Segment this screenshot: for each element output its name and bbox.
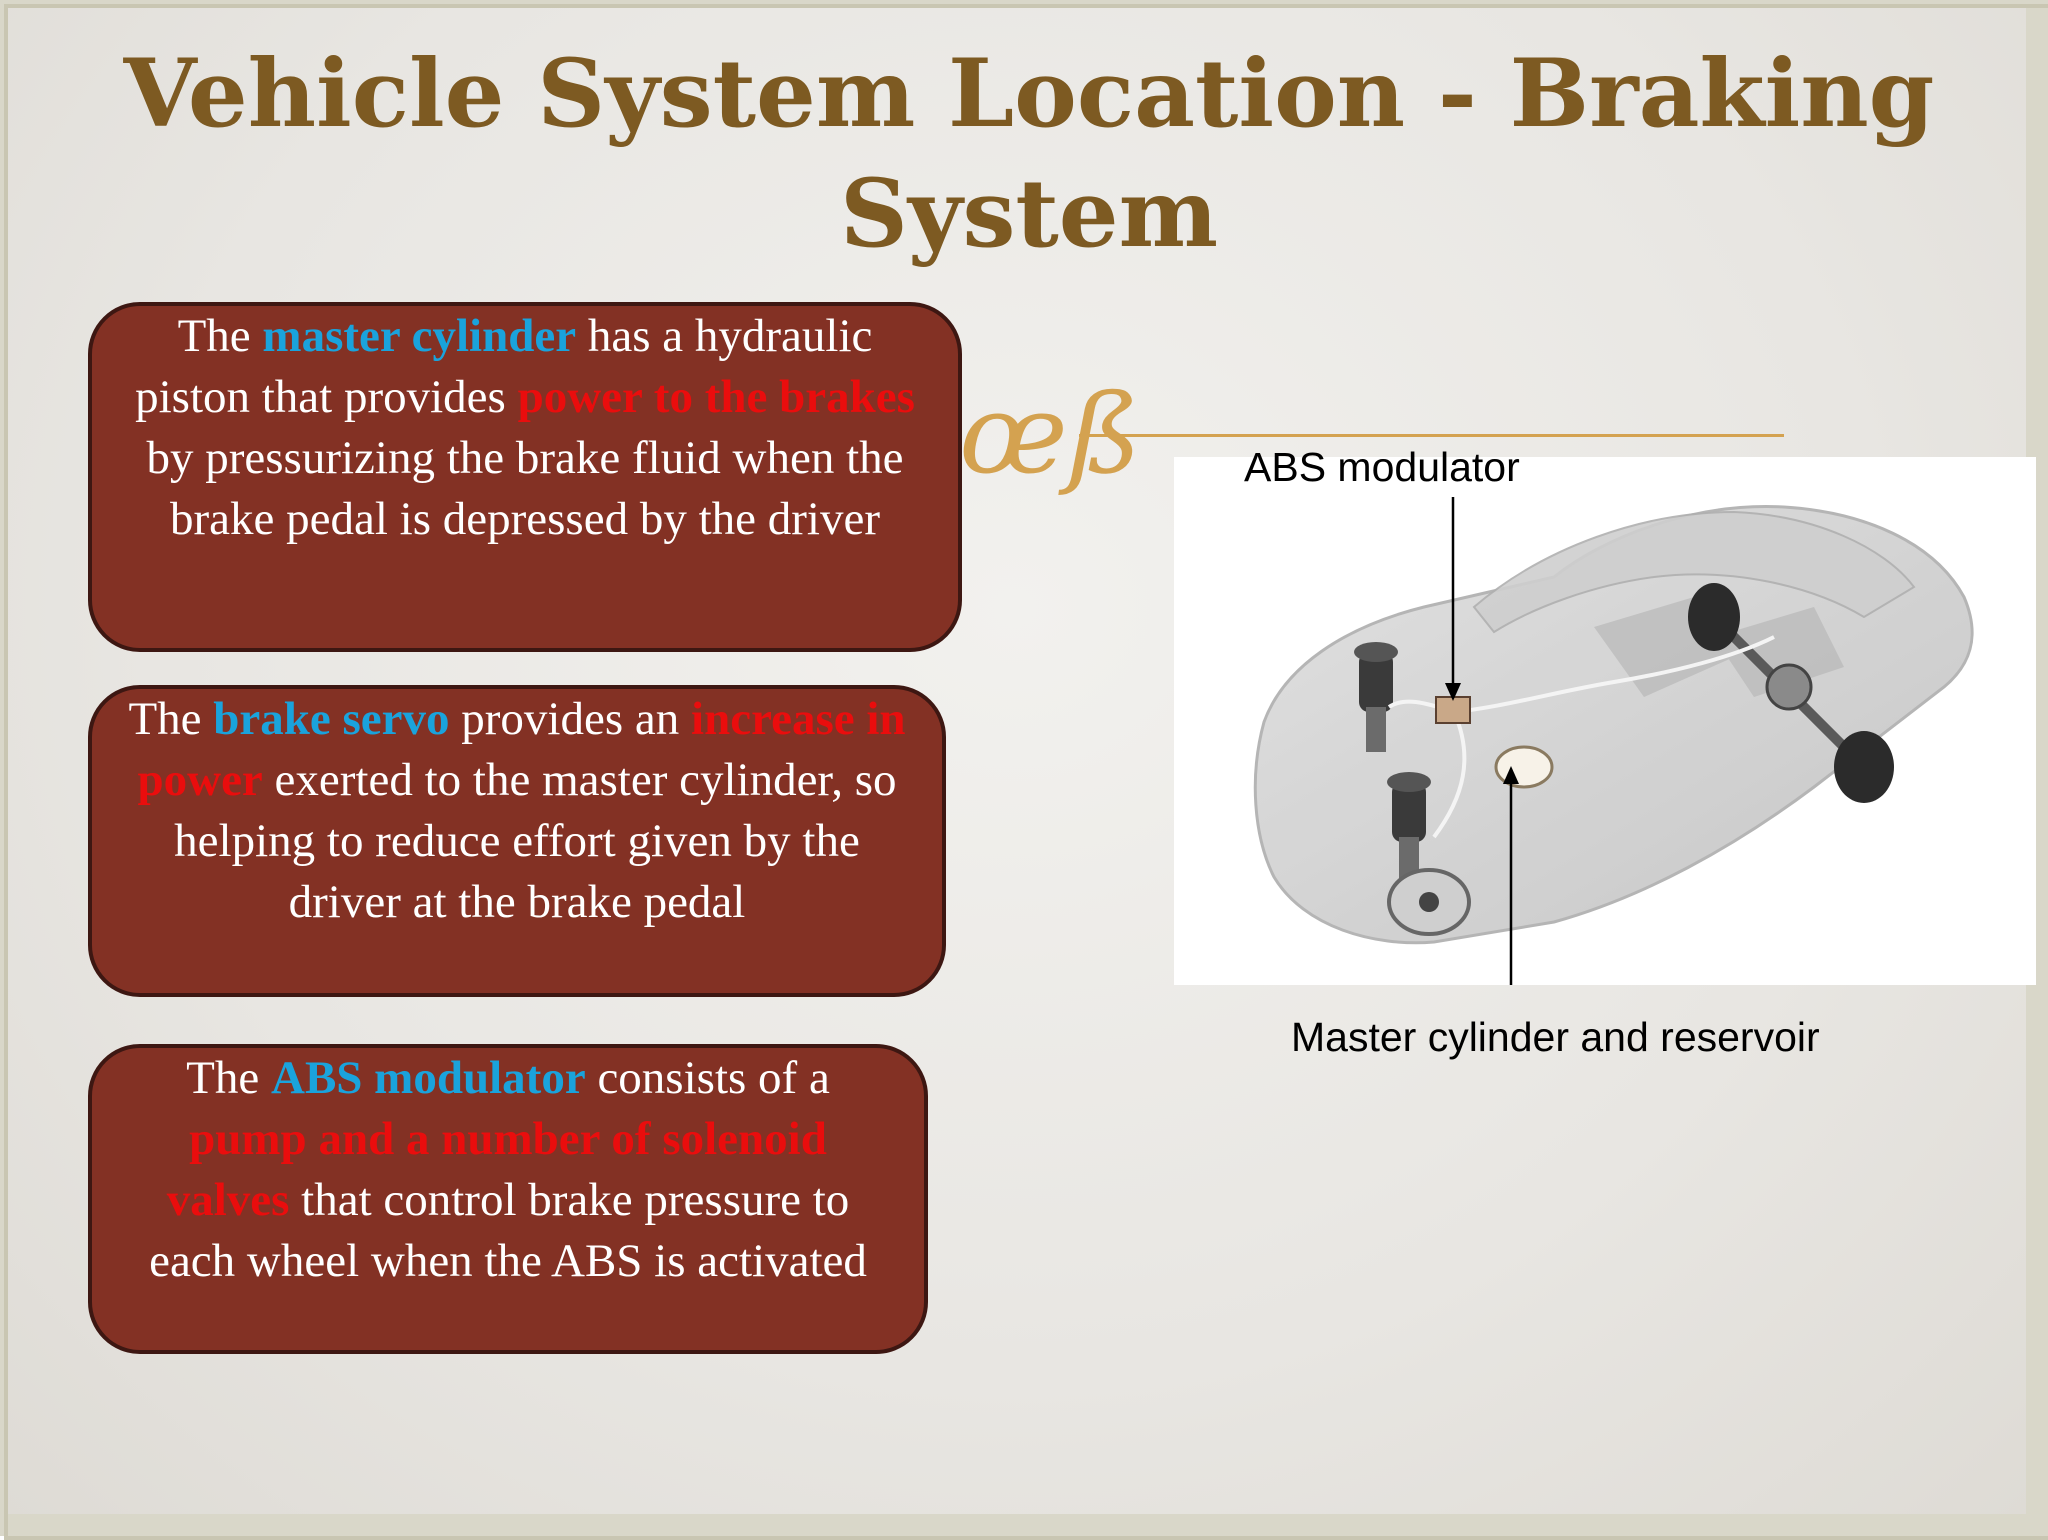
rear-wheel-right — [1834, 731, 1894, 803]
abs-modulator-textbox: The ABS modulator consists of a pump and… — [88, 1044, 928, 1354]
highlight-master-cylinder: master cylinder — [262, 310, 577, 362]
highlight-brake-servo: brake servo — [213, 693, 450, 745]
mc-pointer-arrow — [1503, 766, 1519, 784]
highlight-power-to-brakes: power to the brakes — [517, 371, 915, 423]
label-abs-modulator: ABS modulator — [1244, 444, 1520, 490]
text: by pressurizing the brake fluid when the… — [146, 432, 904, 545]
text: has a hydraulic piston that provides — [135, 310, 873, 423]
highlight-increase-in-power: increase in power — [137, 693, 906, 806]
text: that control brake pressure to each whee… — [149, 1174, 867, 1287]
text: consists of a — [585, 1052, 830, 1104]
text: The — [128, 693, 214, 745]
slide-title: Vehicle System Location - Braking System — [123, 39, 1935, 269]
text: The — [186, 1052, 271, 1104]
rear-wheel-left — [1688, 583, 1740, 651]
master-cylinder-textbox: The master cylinder has a hydraulic pist… — [88, 302, 962, 652]
divider-line — [1079, 434, 1784, 437]
text: The — [177, 310, 263, 362]
car-cutaway-illustration — [1253, 497, 1974, 1017]
text: provides an — [449, 693, 692, 745]
highlight-abs-modulator: ABS modulator — [271, 1052, 586, 1104]
front-strut-lower — [1387, 772, 1471, 936]
car-roof — [1472, 510, 1916, 634]
rear-diff — [1765, 663, 1813, 711]
abs-pointer-arrow — [1445, 683, 1461, 701]
car-braking-diagram — [1174, 457, 2036, 1017]
brake-servo-textbox: The brake servo provides an increase in … — [88, 685, 946, 997]
text: exerted to the master cylinder, so helpi… — [174, 754, 897, 928]
highlight-pump-solenoid-valves: pump and a number of solenoid valves — [166, 1113, 827, 1226]
label-master-cylinder-reservoir: Master cylinder and reservoir — [1291, 1014, 1820, 1060]
front-strut-upper — [1354, 642, 1398, 752]
